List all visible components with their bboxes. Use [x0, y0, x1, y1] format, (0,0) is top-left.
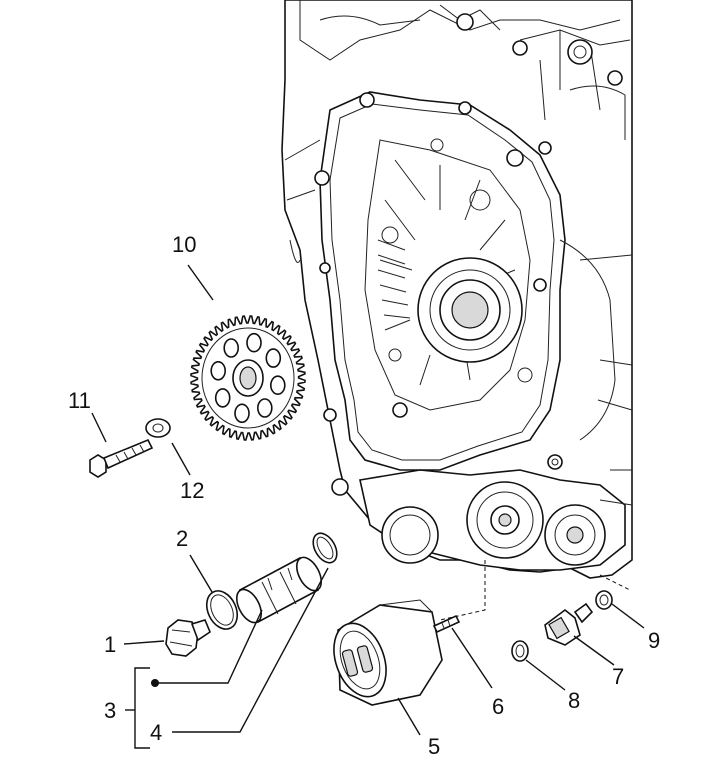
leader-lines: [91, 264, 645, 749]
callout-8: 8: [568, 688, 580, 713]
leader-9: [611, 603, 645, 629]
sealing-ring: [511, 640, 529, 662]
leader-5: [397, 697, 421, 736]
leader-12: [171, 442, 191, 476]
gear-hole: [210, 360, 226, 381]
callout-2: 2: [176, 526, 188, 551]
callout-4: 4: [150, 720, 162, 745]
leader-10: [187, 264, 214, 301]
o-ring: [205, 590, 239, 630]
assembly-guide-line-right: [599, 574, 631, 591]
gear-bore: [239, 366, 257, 390]
callout-12: 12: [180, 478, 204, 503]
starter-gear: [190, 315, 306, 441]
callout-10: 10: [172, 232, 196, 257]
callout-6: 6: [492, 694, 504, 719]
callout-9: 9: [648, 628, 660, 653]
gear-hole: [214, 388, 231, 408]
leader-7: [573, 635, 615, 666]
drain-plug: [165, 619, 211, 657]
gear-hole: [234, 403, 250, 424]
bolt: [89, 438, 154, 478]
callout-7: 7: [612, 664, 624, 689]
bracket-3: [134, 667, 150, 749]
assembly-guide-line: [439, 560, 486, 621]
stud: [432, 614, 461, 634]
oil-filter-screen: [235, 556, 323, 624]
washer: [145, 418, 171, 438]
leader-1: [123, 640, 165, 645]
gear-hole: [265, 348, 282, 368]
gear-hole: [256, 398, 273, 418]
oil-filter: [333, 599, 443, 706]
gear-hole: [269, 375, 286, 396]
leader-2: [189, 554, 213, 593]
leader-3-filter: [158, 609, 263, 684]
callout-11: 11: [68, 388, 91, 413]
callout-1: 1: [104, 632, 116, 657]
oil-pressure-switch: [544, 602, 594, 646]
callouts: 10 11 12 2 1 3 4 5 6 7 8 9: [68, 232, 660, 757]
leader-8: [525, 659, 566, 691]
leader-11: [91, 412, 107, 443]
callout-5: 5: [428, 734, 440, 757]
crankcase: [281, 0, 633, 579]
o-ring-seal: [312, 532, 338, 564]
gear-inner-ring: [201, 327, 295, 429]
bracket-dot: [151, 679, 159, 687]
leader-4: [172, 567, 329, 733]
leader-6: [451, 627, 493, 689]
copper-washer: [595, 590, 613, 610]
gear-hole: [246, 332, 262, 353]
gear-hole: [223, 338, 239, 358]
callout-3: 3: [104, 698, 116, 723]
